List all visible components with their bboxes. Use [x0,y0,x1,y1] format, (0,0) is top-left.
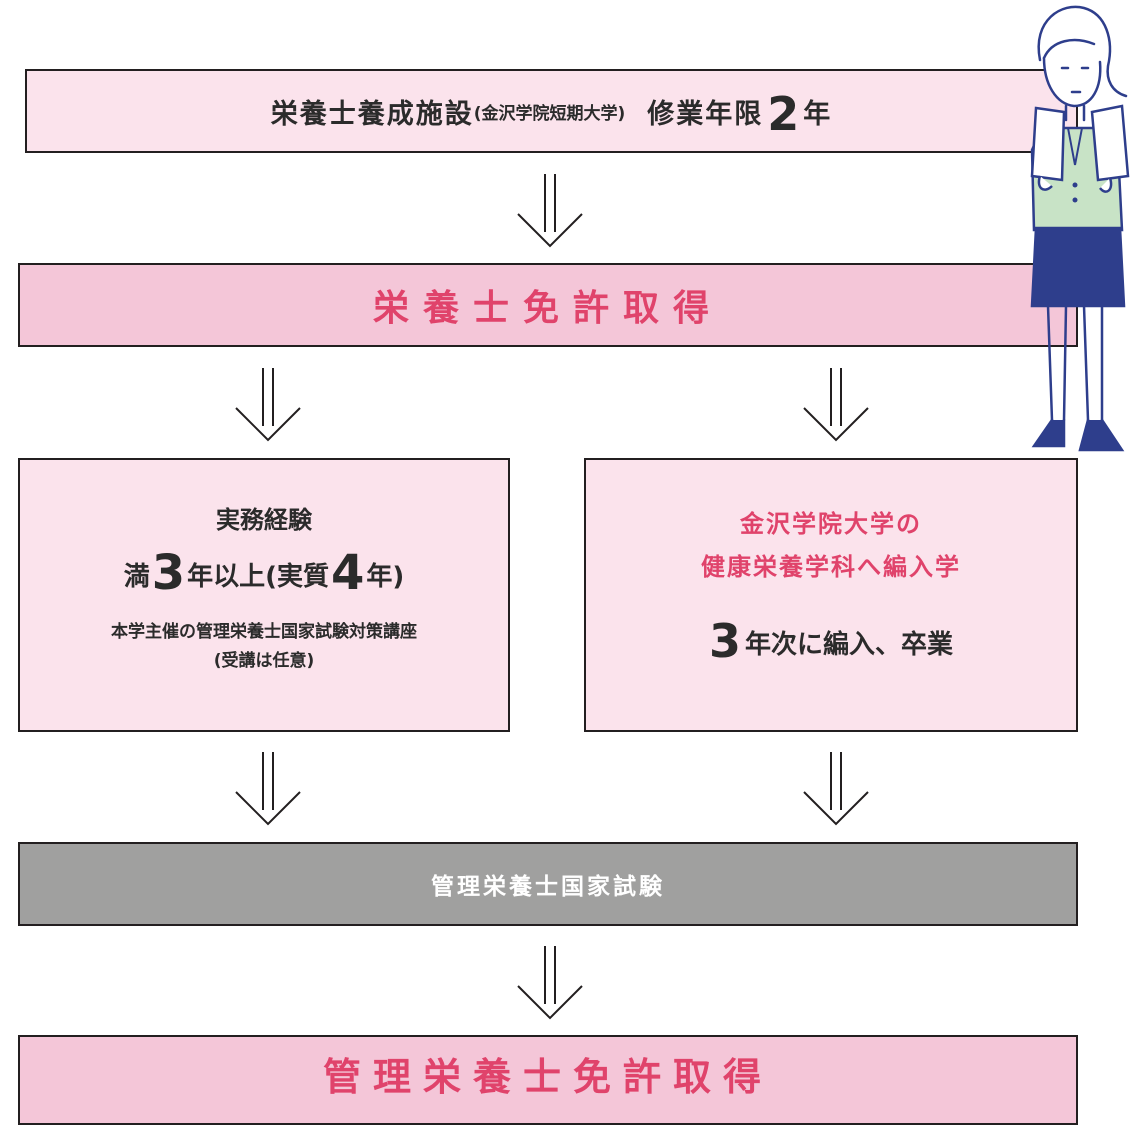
transfer-university-name: 金沢学院大学の [740,510,922,538]
transfer-year-number: 3 [708,614,741,668]
prep-course-note: 本学主催の管理栄養士国家試験対策講座 [111,621,417,642]
double-down-arrow-icon [803,752,869,826]
nutritionist-license-label: 栄養士免許取得 [372,288,723,329]
study-term-label: 修業年限 [647,98,764,130]
transfer-year-label: 年次に編入、卒業 [745,630,954,660]
double-down-arrow-icon [235,368,301,442]
work-experience-box: 実務経験 満3年以上(実質4年) 本学主催の管理栄養士国家試験対策講座 (受講は… [18,458,510,732]
double-down-arrow-icon [803,368,869,442]
experience-mid-text: 年以上(実質 [187,561,329,592]
facility-school-name: (金沢学院短期大学) [473,103,626,124]
registered-dietitian-license-box: 管理栄養士免許取得 [18,1035,1078,1125]
prep-course-optional-note: (受講は任意) [213,650,315,671]
work-experience-title: 実務経験 [216,505,312,534]
national-exam-label: 管理栄養士国家試験 [431,874,665,900]
double-down-arrow-icon [517,174,583,248]
nutritionist-license-box: 栄養士免許取得 [18,263,1078,347]
study-term-number: 2 [767,87,800,141]
experience-prefix: 満 [123,561,150,592]
training-facility-box: 栄養士養成施設 (金沢学院短期大学) 修業年限 2 年 [25,69,1078,153]
experience-suffix: 年) [366,561,405,592]
double-down-arrow-icon [235,752,301,826]
experience-actual-number: 4 [331,544,365,601]
transfer-department: 健康栄養学科へ編入学 [701,553,961,581]
woman-holding-papers-illustration [1030,5,1130,452]
study-term-unit: 年 [803,98,833,130]
national-exam-box: 管理栄養士国家試験 [18,842,1078,926]
double-down-arrow-icon [517,946,583,1020]
facility-label: 栄養士養成施設 [270,98,474,130]
registered-dietitian-license-label: 管理栄養士免許取得 [322,1054,773,1099]
experience-years-number: 3 [151,544,186,601]
experience-duration: 満3年以上(実質4年) [123,541,405,601]
